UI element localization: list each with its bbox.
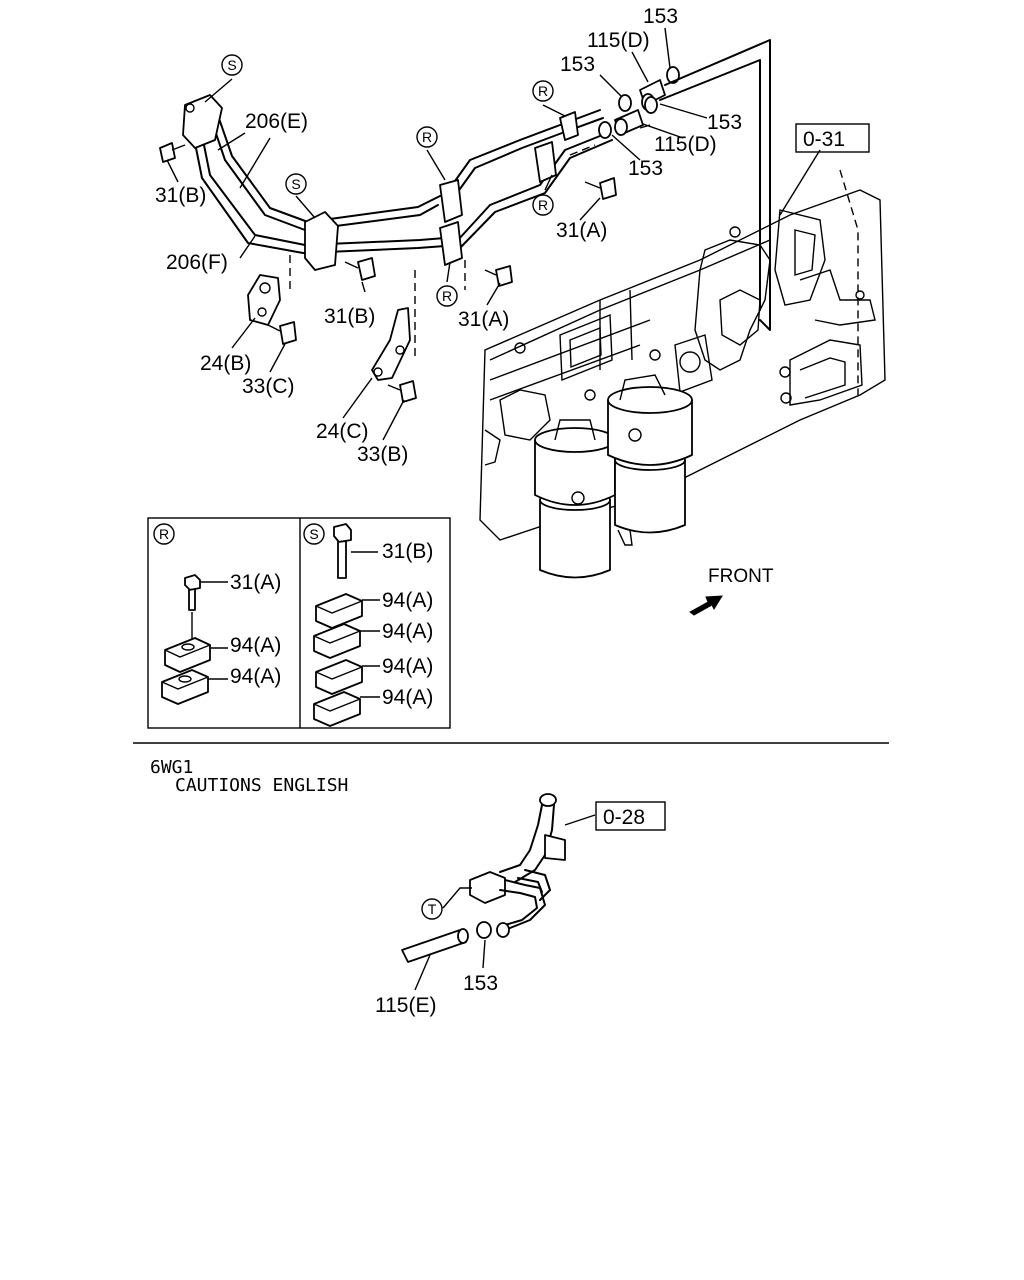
label-33b: 33(B) xyxy=(357,443,408,466)
inset-r-clamp-label-2: 94(A) xyxy=(230,665,281,688)
front-arrow-icon xyxy=(689,595,723,616)
label-115e: 115(E) xyxy=(375,994,436,1017)
bracket-24b xyxy=(247,274,281,326)
label-153-a: 153 xyxy=(643,5,678,28)
label-153-e: 153 xyxy=(463,972,498,995)
marker-s-top: S xyxy=(221,54,243,76)
fitting-115d-lower xyxy=(614,109,644,136)
callout-labels-upper: 153 115(D) 153 153 115(D) 153 206(E) 31(… xyxy=(155,5,742,466)
engine-block xyxy=(479,169,886,541)
svg-text:S: S xyxy=(309,526,318,542)
svg-text:S: S xyxy=(227,57,236,73)
inset-s-bolt-label: 31(B) xyxy=(382,540,433,563)
label-33c: 33(C) xyxy=(242,375,295,398)
pipe-206f xyxy=(189,114,446,254)
reference-box-028: 0-28 xyxy=(595,801,666,831)
svg-text:S: S xyxy=(291,176,300,192)
label-24b: 24(B) xyxy=(200,352,251,375)
label-206f: 206(F) xyxy=(166,251,228,274)
bolt-33c xyxy=(267,321,297,345)
clamp-block-r-center xyxy=(439,179,463,266)
svg-text:R: R xyxy=(422,129,432,145)
inset-s-clamp-4 xyxy=(313,691,380,727)
svg-text:R: R xyxy=(538,83,548,99)
note-model: 6WG1 xyxy=(150,757,193,778)
seal-153-group xyxy=(598,66,680,139)
marker-t: T xyxy=(421,898,443,920)
inset-s-clamp-label-2: 94(A) xyxy=(382,620,433,643)
svg-text:R: R xyxy=(442,288,452,304)
label-31b-a: 31(B) xyxy=(155,184,206,207)
label-153-b: 153 xyxy=(560,53,595,76)
dashed-lines xyxy=(289,144,596,360)
note-cautions: CAUTIONS ENGLISH xyxy=(175,775,348,796)
label-206e: 206(E) xyxy=(245,110,308,133)
hose-115e xyxy=(401,928,469,963)
clamp-block-s-top xyxy=(182,94,223,149)
bolt-31b-top xyxy=(159,142,186,163)
svg-text:R: R xyxy=(159,526,169,542)
clamp-block-s-mid xyxy=(304,211,339,271)
bolt-31a-right xyxy=(584,177,617,200)
inset-r-clamp-upper xyxy=(164,637,228,673)
marker-r-right-bottom: R xyxy=(532,194,554,216)
svg-text:R: R xyxy=(538,197,548,213)
bolt-31a-mid xyxy=(484,265,513,287)
inset-s-clamp-1 xyxy=(315,593,380,629)
inset-s-clamp-label-3: 94(A) xyxy=(382,655,433,678)
label-31a-b: 31(A) xyxy=(556,219,607,242)
inset-r-clamp-lower xyxy=(161,669,228,705)
inset-s-clamp-label-1: 94(A) xyxy=(382,589,433,612)
label-31a-a: 31(A) xyxy=(458,308,509,331)
label-31b-b: 31(B) xyxy=(324,305,375,328)
leader-lines-lower xyxy=(414,814,596,991)
reference-031-label: 0-31 xyxy=(803,128,845,151)
inset-s-bolt xyxy=(333,523,378,579)
marker-s-mid: S xyxy=(285,173,307,195)
inset-r: R 31(A) 94(A) 94(A) xyxy=(153,523,281,705)
seal-153-lower xyxy=(476,921,510,939)
inset-s: S 31(B) 94(A) 94(A) 94(A) xyxy=(303,523,433,727)
svg-text:T: T xyxy=(428,901,437,917)
inset-r-clamp-label-1: 94(A) xyxy=(230,634,281,657)
bolt-31b-mid xyxy=(344,257,376,281)
marker-r-lower: R xyxy=(436,285,458,307)
bracket-24c xyxy=(371,307,411,381)
inset-s-clamp-2 xyxy=(313,623,380,659)
reference-028-label: 0-28 xyxy=(603,806,645,829)
clamp-block-r-right xyxy=(534,111,579,183)
label-115d-a: 115(D) xyxy=(587,29,650,52)
reference-box-031: 0-31 xyxy=(795,123,870,153)
oil-filter-right xyxy=(607,374,693,546)
label-153-c: 153 xyxy=(707,111,742,134)
inset-r-bolt xyxy=(184,574,228,640)
inset-s-clamp-3 xyxy=(315,659,380,695)
front-indicator: FRONT xyxy=(689,566,774,616)
inset-s-clamp-label-4: 94(A) xyxy=(382,686,433,709)
lower-pipe-assembly xyxy=(469,793,566,929)
bolt-33b xyxy=(387,380,417,403)
pipe-206e xyxy=(207,103,441,231)
label-115d-b: 115(D) xyxy=(654,133,717,156)
inset-r-marker xyxy=(153,523,175,545)
label-24c: 24(C) xyxy=(316,420,369,443)
oil-filter-left xyxy=(534,419,616,579)
marker-r-right-top: R xyxy=(532,80,554,102)
inset-s-marker xyxy=(303,523,325,545)
marker-r-center: R xyxy=(416,126,438,148)
front-label: FRONT xyxy=(708,566,774,587)
inset-box xyxy=(147,517,451,729)
inset-r-bolt-label: 31(A) xyxy=(230,571,281,594)
label-153-d: 153 xyxy=(628,157,663,180)
leader-lines xyxy=(166,27,821,441)
